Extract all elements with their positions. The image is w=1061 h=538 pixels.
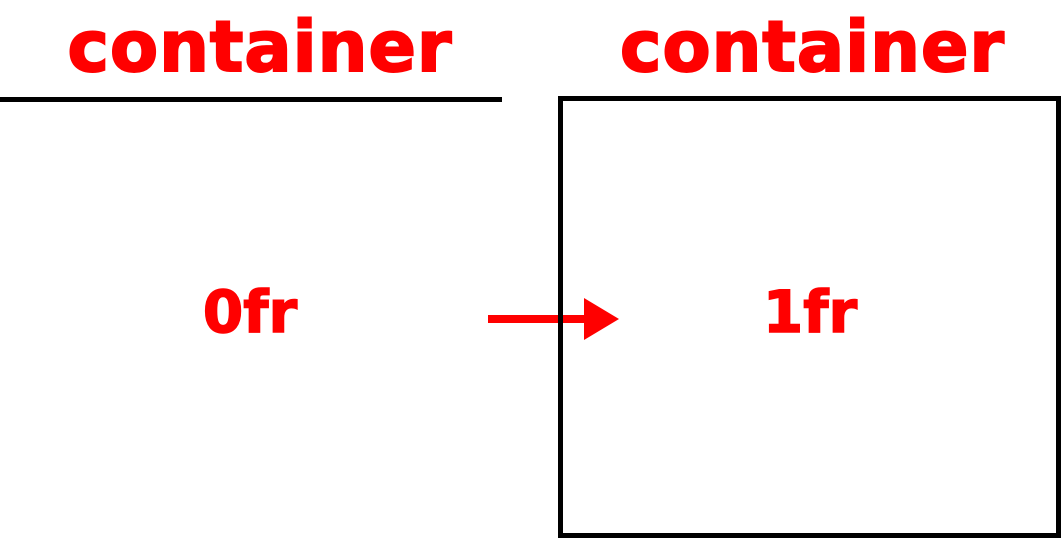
left-container-collapsed-line bbox=[0, 97, 502, 102]
left-container-label: 0fr bbox=[202, 277, 298, 347]
left-container-title: container bbox=[67, 5, 453, 89]
arrow-head bbox=[584, 298, 619, 340]
right-container-label: 1fr bbox=[762, 277, 858, 347]
arrow-right-icon bbox=[488, 298, 619, 340]
right-container-box bbox=[558, 96, 1061, 538]
right-container-title: container bbox=[619, 5, 1005, 89]
